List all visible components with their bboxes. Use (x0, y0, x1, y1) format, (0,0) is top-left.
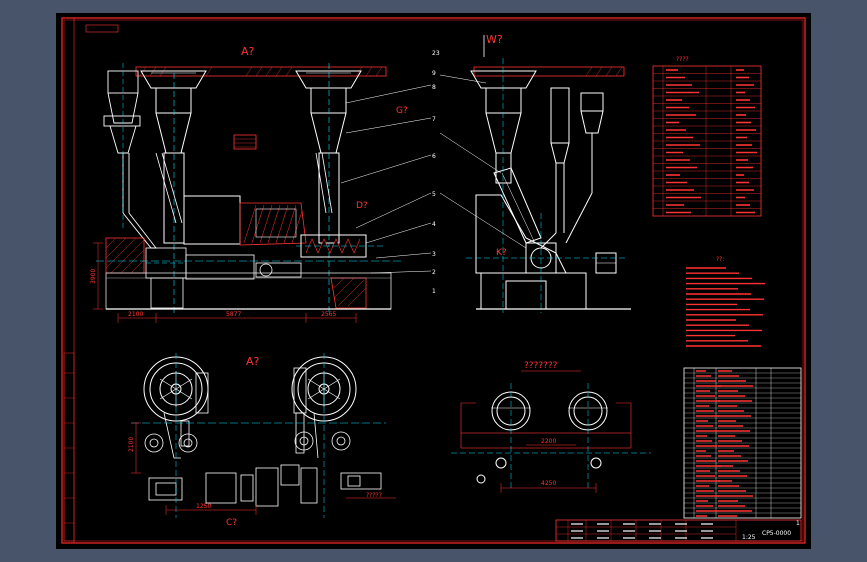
dim-front-left: 2100 (128, 311, 143, 318)
front-view: A? (90, 45, 432, 323)
sheet-stamp (85, 24, 119, 33)
left-classifier (140, 70, 207, 313)
dim-front-right: 2565 (321, 311, 336, 318)
sheet-number: 1 (796, 520, 800, 527)
callout-k: K? (496, 248, 507, 258)
part-no-5: 5 (432, 191, 436, 198)
callout-d: D? (356, 201, 368, 211)
title-block: CP5-0000 1:25 1 (555, 367, 802, 542)
sheet-inner-border (63, 19, 804, 542)
dim-plan-width: 1250 (196, 503, 211, 510)
leader-lines (340, 84, 432, 274)
callout-g: G? (396, 106, 408, 116)
name-plate (233, 134, 257, 150)
parameter-table: ???? (652, 56, 762, 217)
left-cyclone (103, 63, 157, 249)
dim-foundation-width: 2200 (541, 438, 556, 445)
table-title: ???? (676, 56, 689, 63)
drawing-scale: 1:25 (742, 534, 756, 541)
notes-title: ??: (716, 256, 724, 263)
right-classifier (295, 63, 362, 313)
front-dimensions (93, 242, 357, 323)
dim-foundation-span: 4250 (541, 480, 556, 487)
margin-grid (63, 352, 75, 542)
part-number-labels: 23 9 8 7 6 5 4 3 2 1 (432, 50, 440, 295)
part-no-3: 3 (432, 251, 436, 258)
cad-drawing-sheet: A? (56, 13, 811, 549)
technical-notes: ??: (686, 256, 765, 347)
plan-view-title: A? (246, 355, 260, 368)
assembly-drawing: A? (61, 17, 806, 544)
return-pipes (155, 152, 333, 224)
dim-front-height: 3900 (90, 269, 97, 284)
part-no-9: 9 (432, 70, 436, 77)
side-view-title: W? (486, 33, 503, 46)
callout-c: C? (226, 518, 237, 528)
side-view: W? (439, 33, 631, 313)
part-no-2: 2 (432, 269, 436, 276)
front-view-title: A? (241, 45, 255, 58)
plan-view: A? (128, 353, 396, 528)
drawing-number: CP5-0000 (762, 530, 791, 537)
part-no-4: 4 (432, 221, 436, 228)
part-no-7: 7 (432, 116, 436, 123)
foundation-title: ??????? (524, 361, 558, 371)
feed-belt-beam (135, 66, 387, 77)
part-no-1: 1 (432, 288, 436, 295)
sheet-border (61, 17, 806, 544)
dim-front-total: 5877 (226, 311, 241, 318)
part-no-23: 23 (432, 50, 440, 57)
part-no-6: 6 (432, 153, 436, 160)
callout-slot: ????? (366, 492, 382, 499)
dim-plan-depth: 2100 (128, 437, 135, 452)
part-no-8: 8 (432, 84, 436, 91)
foundation-plan: ??????? 4250 2200 (451, 361, 651, 493)
